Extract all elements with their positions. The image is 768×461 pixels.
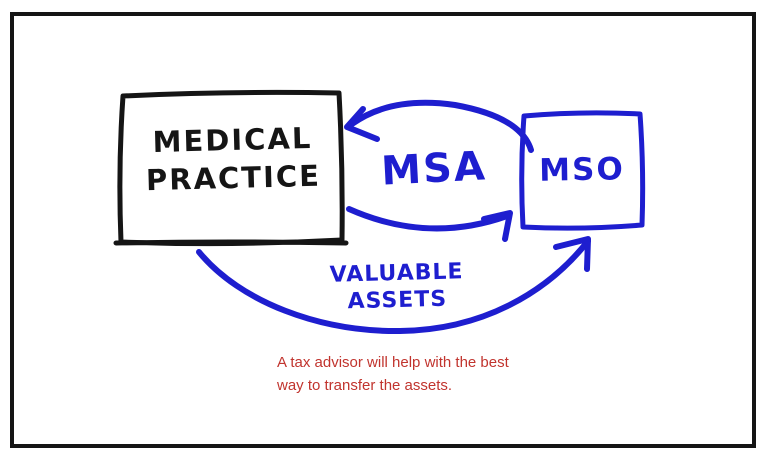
valuable-assets-label: VALUABLE ASSETS — [317, 259, 476, 317]
medical-practice-label-line2: PRACTICE — [145, 158, 322, 197]
tax-advisor-caption-line2: way to transfer the assets. — [277, 376, 453, 394]
valuable-assets-label-line2: ASSETS — [347, 286, 448, 315]
msa-label: MSA — [380, 143, 488, 195]
medical-practice-label-line1: MEDICAL — [152, 120, 313, 160]
msa-arrow-to-practice — [349, 99, 534, 153]
mso-label: MSO — [538, 151, 626, 189]
valuable-assets-arrow — [196, 238, 591, 335]
medical-practice-label: MEDICAL PRACTICE — [125, 119, 341, 200]
valuable-assets-arrow-head — [553, 236, 591, 272]
tax-advisor-caption: A tax advisor will help with the best wa… — [277, 352, 509, 397]
msa-arrow-to-mso-head — [481, 210, 513, 242]
mso-box — [519, 110, 646, 231]
msa-arrow-to-practice-head — [344, 106, 380, 142]
tax-advisor-caption-line1: A tax advisor will help with the best — [277, 354, 509, 371]
msa-arrow-to-mso — [346, 206, 510, 232]
valuable-assets-label-line1: VALUABLE — [329, 259, 464, 288]
medical-practice-box — [113, 89, 349, 247]
border-frame — [10, 12, 756, 448]
